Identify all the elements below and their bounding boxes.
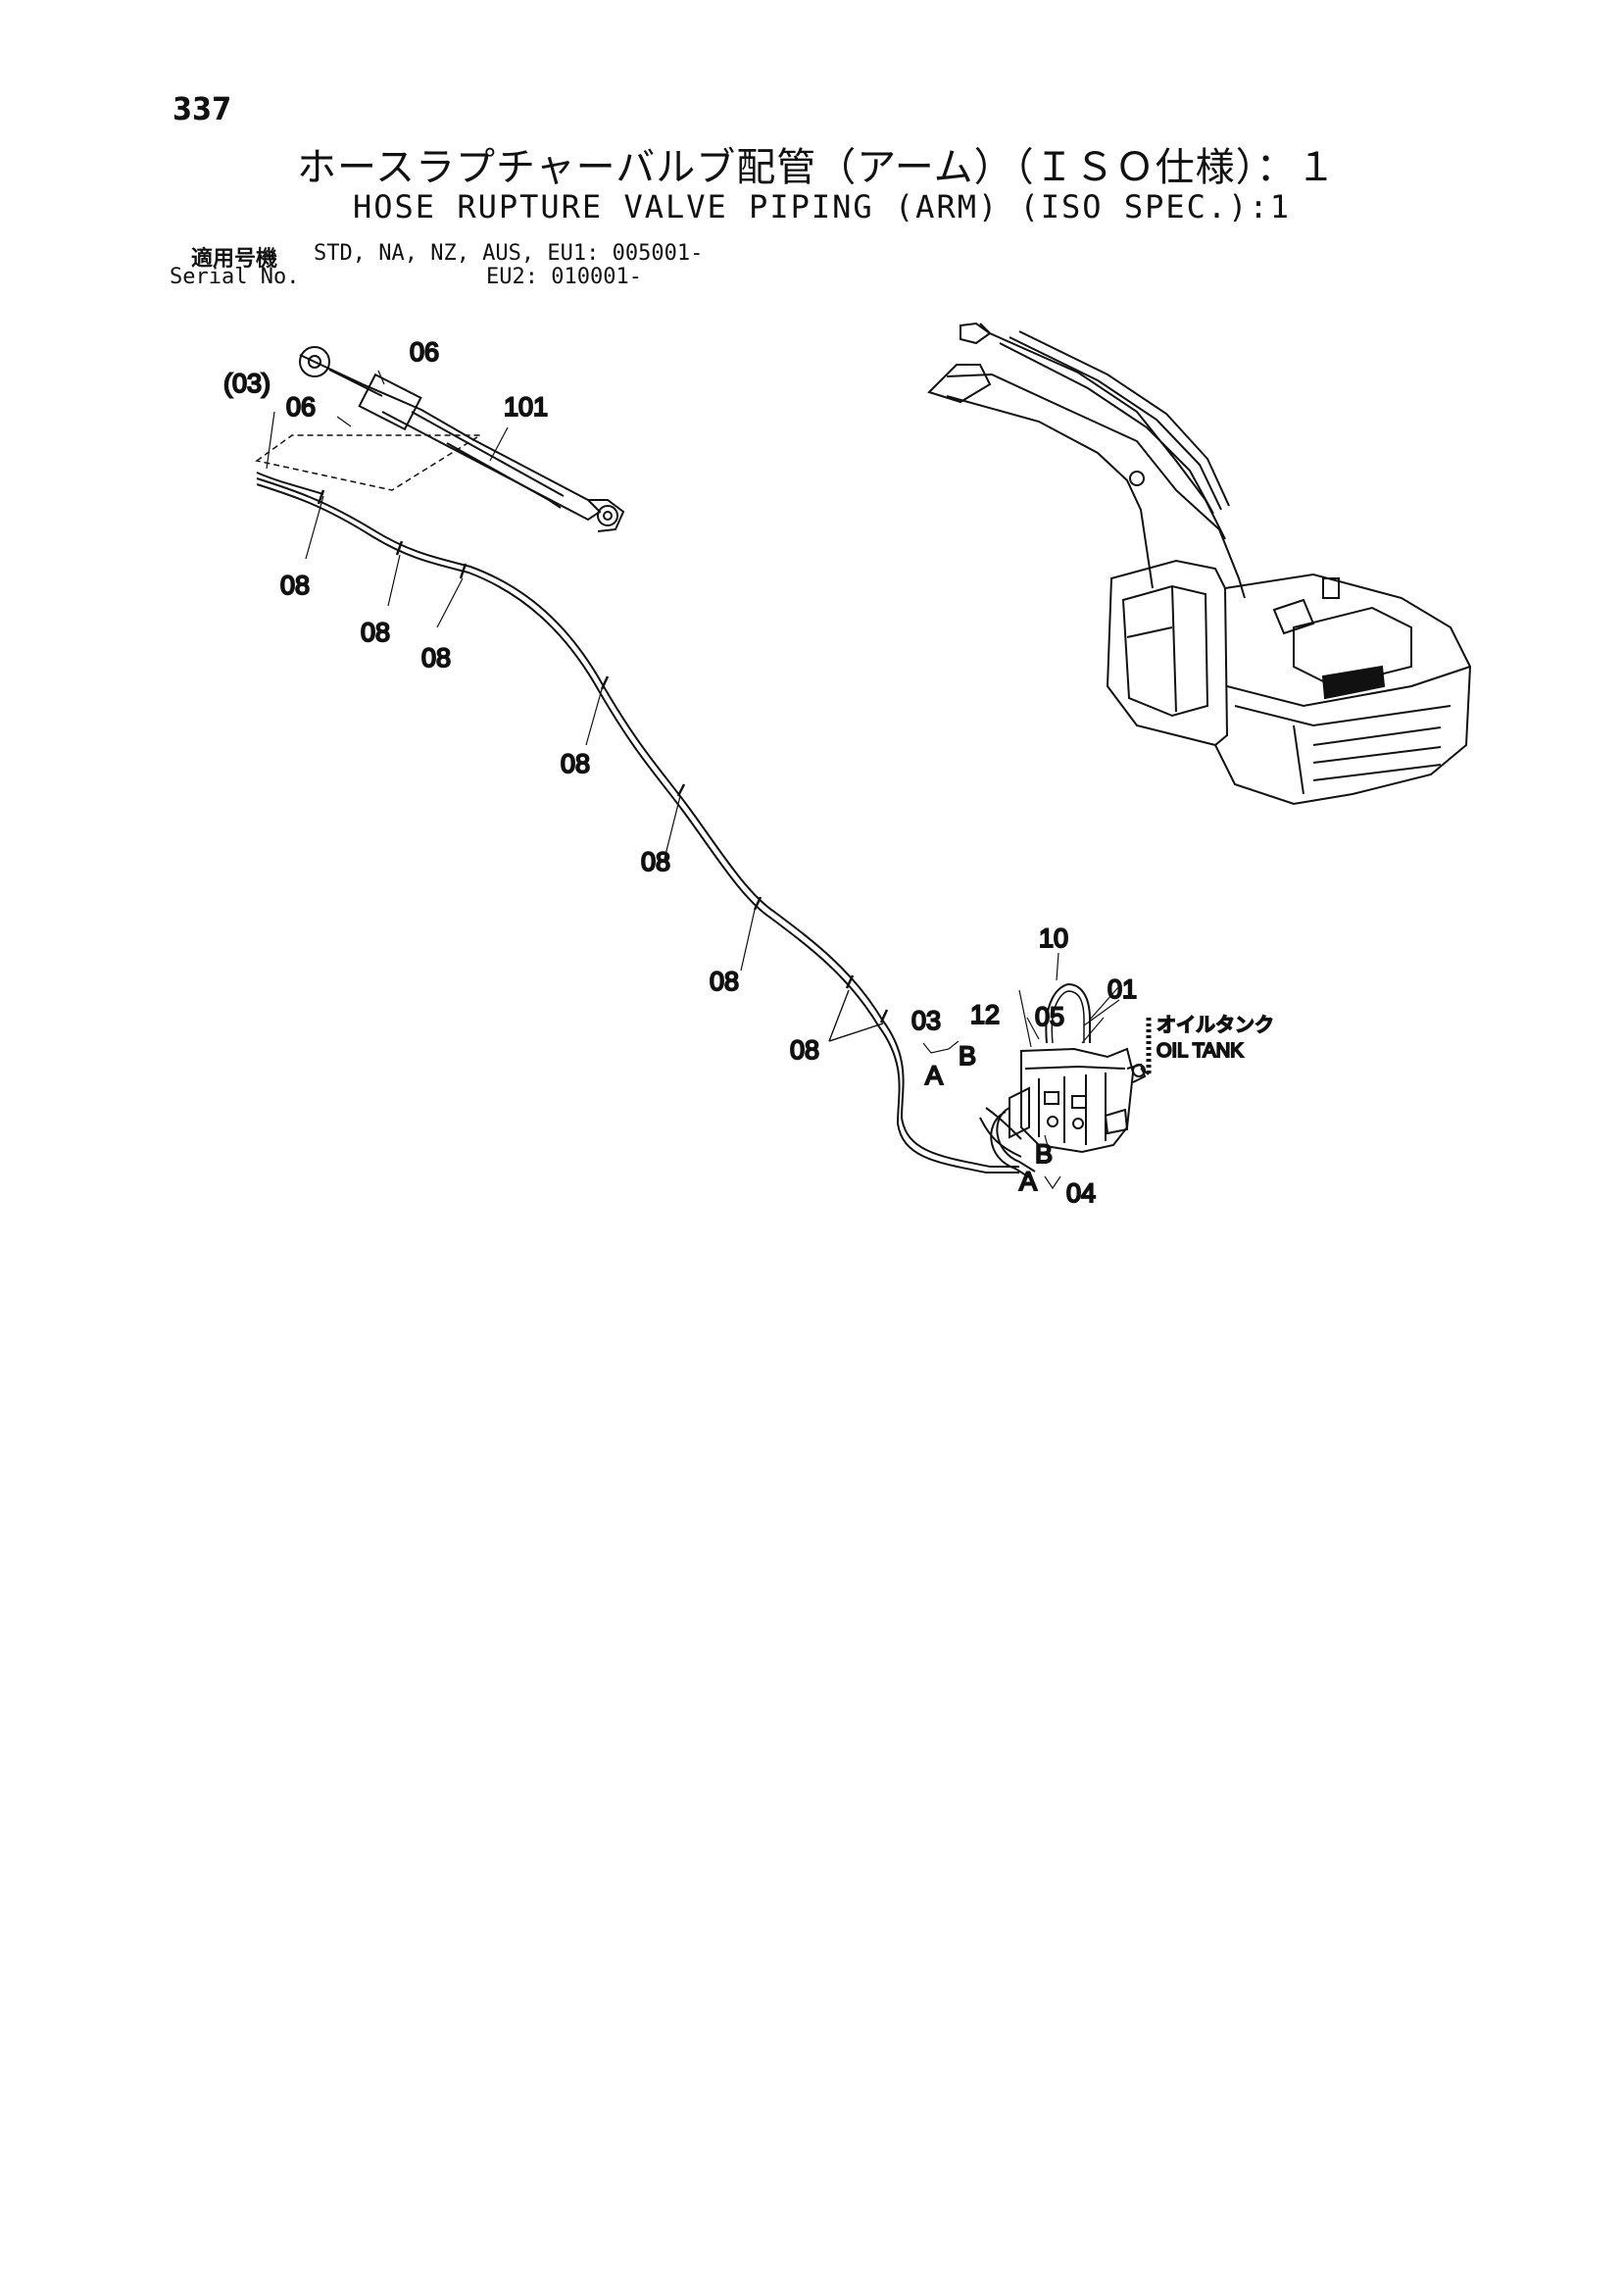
serial-range-1: STD, NA, NZ, AUS, EU1: 005001-: [314, 241, 704, 266]
callout-A-upper: A: [925, 1061, 943, 1090]
arm-cylinder: [299, 346, 625, 532]
callout-08-g: 08: [790, 1035, 819, 1065]
oil-tank-label-en: OIL TANK: [1156, 1040, 1244, 1062]
valve-assembly: [979, 1047, 1147, 1158]
page-number: 337: [172, 90, 232, 127]
callout-08-b: 08: [361, 618, 390, 647]
callout-06-top: 06: [410, 337, 439, 367]
hose-10: [1045, 982, 1091, 1044]
callout-10: 10: [1039, 923, 1068, 953]
bracket-03: [922, 1040, 960, 1054]
serial-label-en: Serial No.: [170, 265, 300, 289]
callout-06-left: 06: [286, 392, 316, 422]
title-japanese: ホースラプチャーバルブ配管（アーム）（ＩＳＯ仕様）：１: [297, 145, 1337, 190]
callout-04: 04: [1066, 1178, 1096, 1208]
callout-05: 05: [1035, 1002, 1064, 1031]
serial-label-jp: 適用号機: [191, 247, 278, 272]
hose-10-inner: [1051, 990, 1085, 1044]
hose-clamps: [317, 489, 889, 1023]
oil-tank-pipe: [1132, 1018, 1152, 1077]
bracket-08: [828, 989, 884, 1042]
callout-101: 101: [504, 392, 548, 422]
callout-A-lower: A: [1019, 1167, 1037, 1196]
callout-03: 03: [911, 1006, 941, 1035]
callout-01: 01: [1107, 974, 1137, 1004]
leader-lines: [266, 370, 1120, 1158]
callout-03-paren: (03): [223, 369, 271, 398]
title-english: HOSE RUPTURE VALVE PIPING (ARM) (ISO SPE…: [353, 188, 1291, 225]
callout-08-f: 08: [710, 967, 739, 996]
callout-08-e: 08: [641, 847, 670, 876]
callout-08-d: 08: [561, 749, 590, 778]
callout-08-a: 08: [280, 571, 310, 600]
oil-tank-label-jp: オイルタンク: [1156, 1014, 1274, 1036]
callout-12: 12: [970, 1000, 1000, 1029]
bracket-04: [1044, 1175, 1061, 1190]
hose-line: [256, 472, 1019, 1173]
hoses-04: [990, 1107, 1036, 1179]
serial-range-2: EU2: 010001-: [486, 265, 642, 289]
callout-08-c: 08: [421, 643, 451, 673]
excavator-illustration: [927, 322, 1472, 806]
callout-B-lower: B: [1035, 1139, 1053, 1169]
callout-B-upper: B: [959, 1041, 976, 1071]
